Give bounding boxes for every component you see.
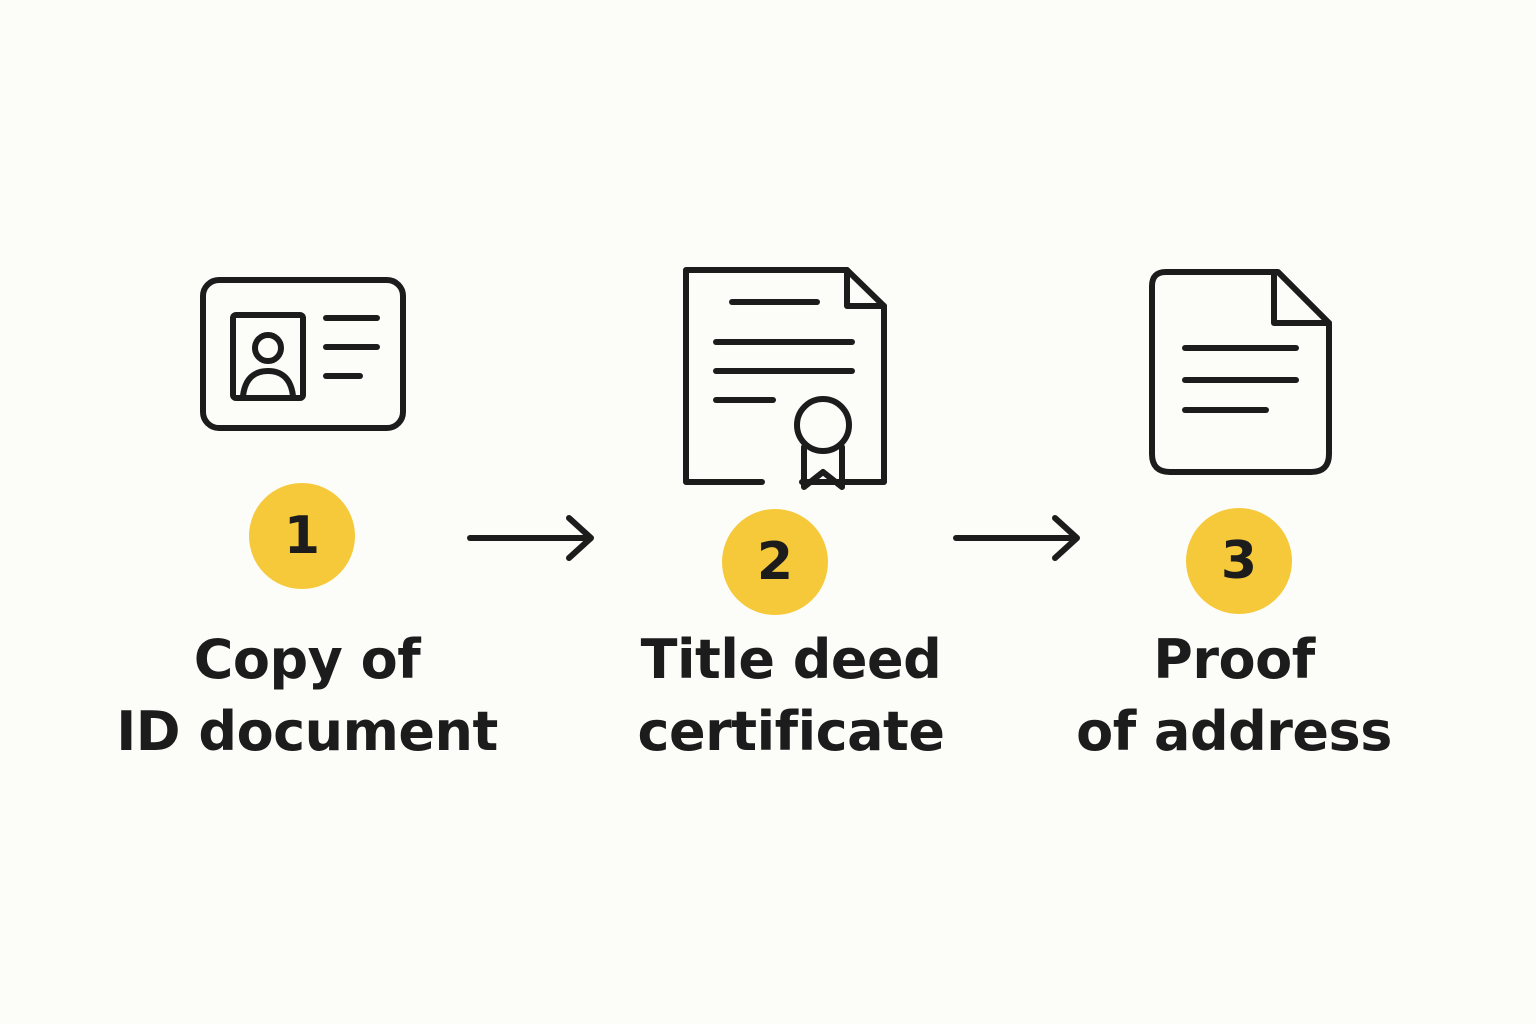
- step-label-line: of address: [1076, 700, 1392, 763]
- arrow-right-icon: [466, 514, 598, 562]
- document-icon: [1148, 268, 1334, 478]
- step-label-id-document: Copy of ID document: [87, 624, 527, 768]
- step-number-badge: 1: [249, 483, 355, 589]
- step-number: 2: [756, 532, 794, 592]
- step-label-line: Copy of: [193, 628, 421, 691]
- step-label-line: Proof: [1153, 628, 1315, 691]
- certificate-document-icon: [680, 266, 890, 492]
- step-number-badge: 2: [722, 509, 828, 615]
- step-number-badge: 3: [1186, 508, 1292, 614]
- step-label-proof-of-address: Proof of address: [1014, 624, 1454, 768]
- step-label-title-deed: Title deed certificate: [571, 624, 1011, 768]
- arrow-right-icon: [952, 514, 1084, 562]
- step-label-line: certificate: [637, 700, 945, 763]
- step-number: 1: [283, 506, 321, 566]
- step-number: 3: [1220, 531, 1258, 591]
- id-card-icon: [196, 274, 408, 434]
- step-label-line: Title deed: [640, 628, 942, 691]
- step-label-line: ID document: [116, 700, 498, 763]
